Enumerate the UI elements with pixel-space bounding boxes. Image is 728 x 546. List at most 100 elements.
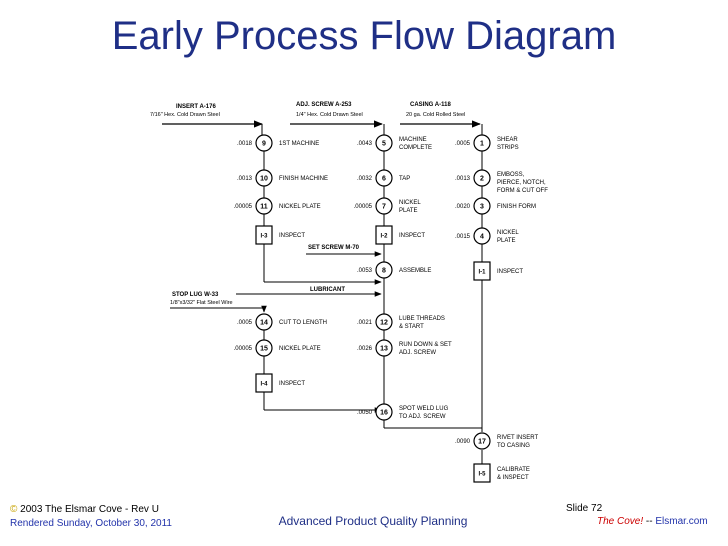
step-time: .0053 [357, 268, 373, 274]
step-number: 10 [260, 176, 268, 183]
step-label: NICKEL [399, 200, 421, 206]
screw-spec: 1/4" Hex. Cold Drawn Steel [296, 112, 363, 118]
step-circle [473, 169, 491, 187]
inspection-step-i3: I-3 INSPECT [255, 225, 305, 245]
site-link[interactable]: Elsmar.com [655, 516, 708, 527]
step-time: .00005 [354, 204, 373, 210]
step-circle [473, 197, 491, 215]
step-number: 11 [260, 204, 268, 211]
step-number: I-3 [260, 234, 268, 240]
casing-title: CASING A-118 [410, 102, 451, 108]
screw-title: ADJ. SCREW A-253 [296, 102, 352, 108]
step-label: & INSPECT [497, 475, 529, 481]
step-circle [375, 169, 393, 187]
input-insert: INSERT A-176 7/16" Hex. Cold Drawn Steel [150, 104, 263, 136]
step-circle [375, 339, 393, 357]
step-circle [473, 134, 491, 152]
step-number: I-5 [478, 472, 486, 478]
step-label: TO ADJ. SCREW [399, 414, 446, 420]
step-label: COMPLETE [399, 145, 432, 151]
step-label: TO CASING [497, 443, 530, 449]
step-circle [375, 261, 393, 279]
input-casing: CASING A-118 20 ga. Cold Rolled Steel [400, 102, 483, 136]
stop-lug-title: STOP LUG W-33 [172, 292, 219, 298]
step-time: .0018 [237, 141, 253, 147]
inspect-box [375, 225, 393, 245]
step-time: .0020 [455, 204, 471, 210]
step-label: & START [399, 324, 424, 330]
step-label: LUBE THREADS [399, 316, 445, 322]
copyright-text: 2003 The Elsmar Cove - Rev U [20, 504, 159, 515]
step-number: 3 [480, 204, 484, 211]
inspect-box [255, 225, 273, 245]
step-label: FINISH MACHINE [279, 176, 328, 182]
step-circle [375, 197, 393, 215]
step-label: ASSEMBLE [399, 268, 431, 274]
slide-title: Early Process Flow Diagram [111, 14, 617, 58]
step-number: I-1 [478, 270, 486, 276]
casing-spec: 20 ga. Cold Rolled Steel [406, 112, 465, 118]
step-label: STRIPS [497, 145, 519, 151]
step-circle [375, 403, 393, 421]
process-step-s6: 6 .0032 TAP [357, 169, 410, 187]
step-time: .00005 [234, 204, 253, 210]
step-label: SPOT WELD LUG [399, 406, 449, 412]
step-label: TAP [399, 176, 410, 182]
step-time: .0021 [357, 320, 373, 326]
step-label: CALIBRATE [497, 467, 530, 473]
copyright-notice: © 2003 The Elsmar Cove - Rev U [10, 504, 159, 515]
slide-number: Slide 72 [566, 503, 603, 514]
step-number: 17 [478, 439, 486, 446]
copyright-symbol: © [10, 504, 18, 515]
step-number: 1 [480, 141, 484, 148]
step-time: .0015 [455, 234, 471, 240]
step-label: PIERCE, NOTCH, [497, 180, 546, 186]
step-label: RIVET INSERT [497, 435, 538, 441]
step-circle [255, 197, 273, 215]
step-time: .0090 [455, 439, 471, 445]
process-step-s9: 9 .0018 1ST MACHINE [237, 134, 319, 152]
step-time: .00005 [234, 346, 253, 352]
credit-separator: -- [645, 516, 653, 527]
step-label: INSPECT [279, 233, 305, 239]
step-circle [255, 339, 273, 357]
step-number: I-2 [380, 234, 388, 240]
step-label: CUT TO LENGTH [279, 320, 327, 326]
step-number: 4 [480, 234, 484, 241]
step-label: MACHINE [399, 137, 427, 143]
lubricant-label: LUBRICANT [310, 287, 345, 293]
step-circle [255, 169, 273, 187]
step-label: RUN DOWN & SET [399, 342, 452, 348]
step-label: FORM & CUT OFF [497, 188, 548, 194]
step-number: 9 [262, 141, 266, 148]
step-label: 1ST MACHINE [279, 141, 319, 147]
set-screw-label: SET SCREW M-70 [308, 245, 360, 251]
step-label: INSPECT [399, 233, 425, 239]
step-circle [255, 134, 273, 152]
insert-spec: 7/16" Hex. Cold Drawn Steel [150, 112, 220, 118]
inspect-box [473, 463, 491, 483]
inspect-box [255, 373, 273, 393]
step-label: PLATE [399, 208, 418, 214]
step-number: 6 [382, 176, 386, 183]
rendered-date: Rendered Sunday, October 30, 2011 [10, 518, 172, 529]
process-step-s11: 11 .00005 NICKEL PLATE [234, 197, 321, 215]
flow-lines [170, 150, 483, 464]
step-time: .0032 [357, 176, 373, 182]
step-label: NICKEL PLATE [279, 204, 321, 210]
stop-lug-spec: 1/8"x3/32" Flat Steel Wire [170, 300, 233, 306]
step-label: NICKEL [497, 230, 519, 236]
footer-course-title: Advanced Product Quality Planning [278, 514, 468, 528]
inspection-step-i5: I-5 CALIBRATE & INSPECT [473, 463, 530, 483]
step-label: EMBOSS, [497, 172, 525, 178]
